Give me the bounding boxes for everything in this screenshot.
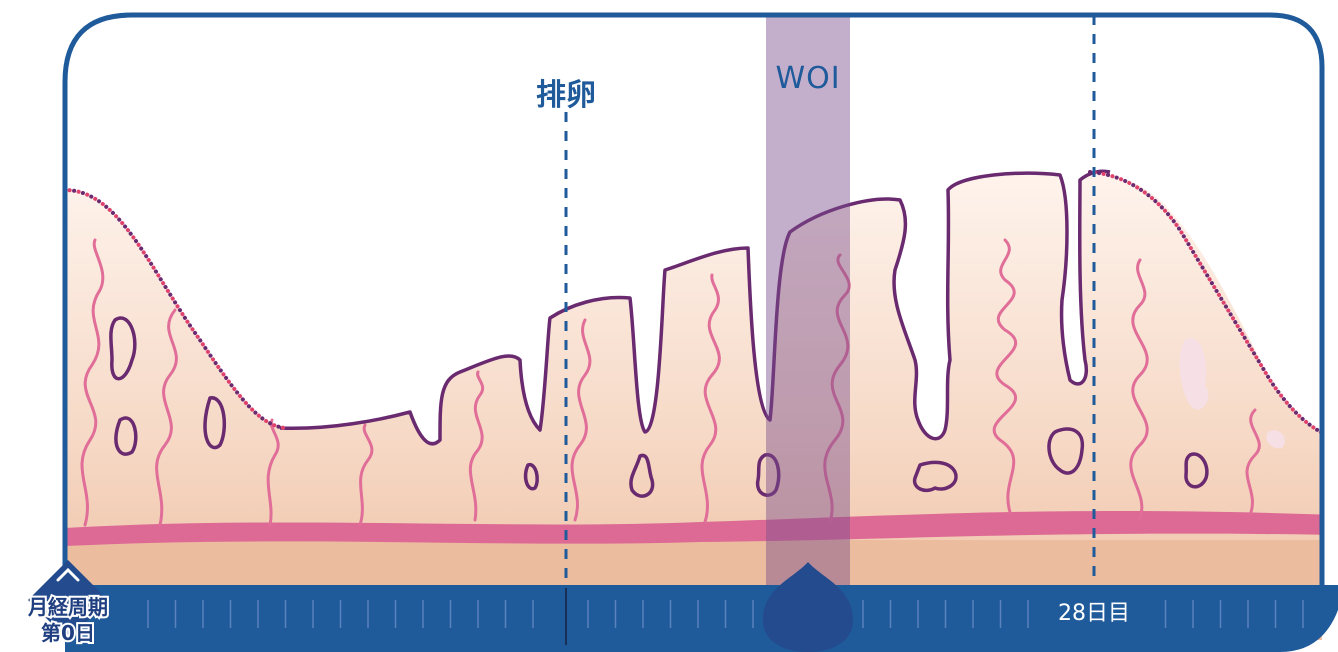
woi-label: WOI xyxy=(775,61,840,96)
cycle-start-label-line2: 第0日 xyxy=(41,621,95,645)
ovulation-label: 排卵 xyxy=(536,78,596,113)
basal-layer xyxy=(65,540,1338,590)
timeline-bar xyxy=(65,585,1338,652)
woi-band xyxy=(766,15,850,585)
cycle-end-label: 28日目 xyxy=(1058,601,1130,626)
cycle-start-label-line1: 月経周期 xyxy=(27,595,108,619)
